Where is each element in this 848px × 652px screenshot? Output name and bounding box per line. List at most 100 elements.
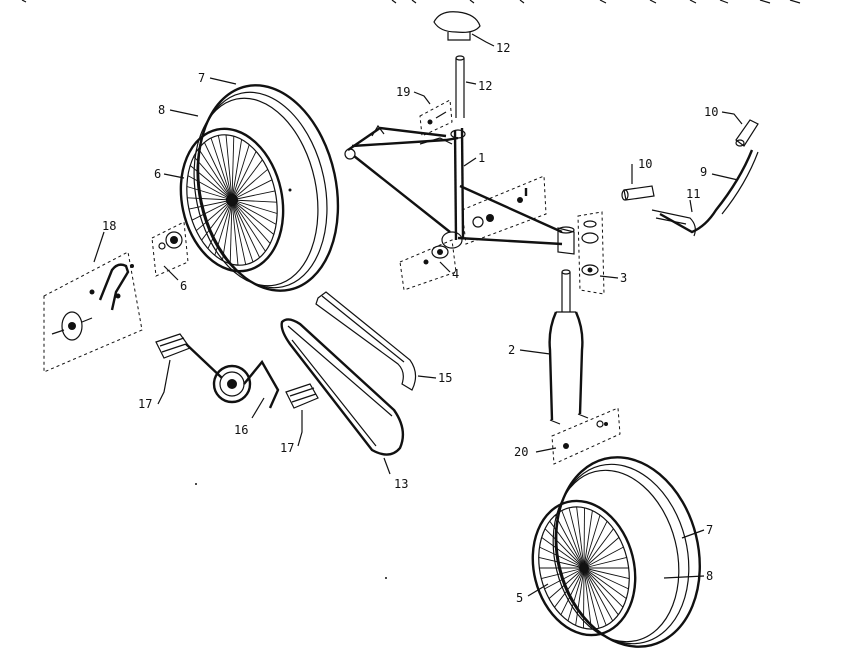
spoke (225, 134, 233, 201)
spoke (583, 567, 592, 630)
spoke (583, 546, 624, 569)
spoke (583, 567, 630, 580)
callout-number: 13 (394, 477, 408, 491)
callout-number: 12 (496, 41, 510, 55)
spoke (191, 199, 233, 221)
spoke (583, 537, 620, 569)
spoke (193, 156, 233, 201)
callout-13: 13 (383, 457, 408, 491)
callout-5: 5 (516, 583, 549, 605)
top-edge-marks (21, 0, 801, 4)
rear-wheel-assembly (179, 84, 340, 292)
spoke (187, 175, 233, 201)
callout-number: 12 (478, 79, 492, 93)
spoke (187, 197, 233, 201)
spoke (568, 507, 585, 569)
spoke (548, 567, 585, 599)
callout-number: 18 (102, 219, 116, 233)
spoke (544, 567, 585, 590)
spoke (583, 521, 608, 569)
callout-number: 9 (700, 165, 707, 179)
callout-7-rear: 7 (198, 71, 237, 85)
grip-left (621, 185, 655, 201)
front-hub (579, 563, 589, 573)
callout-15: 15 (417, 371, 452, 385)
spoke (567, 567, 585, 622)
spoke (231, 151, 257, 201)
spoke (210, 137, 233, 201)
spoke (231, 136, 235, 201)
callout-number: 8 (158, 103, 165, 117)
callout-18: 18 (93, 219, 116, 263)
callout-19: 19 (396, 85, 431, 105)
rear-hub (226, 194, 238, 206)
front-wheel-assembly (531, 456, 701, 648)
spoke (207, 199, 233, 249)
spoke (575, 567, 585, 626)
fork (548, 269, 589, 425)
spoke (583, 567, 627, 599)
spoke (583, 510, 593, 569)
spoke (231, 139, 243, 201)
spoke (583, 567, 614, 622)
callout-9: 9 (700, 165, 739, 181)
spoke (554, 567, 585, 608)
spoke (541, 537, 585, 569)
callout-17-left: 17 (138, 359, 171, 411)
callout-number: 20 (514, 445, 528, 459)
callout-12-seat: 12 (471, 33, 510, 55)
seat-assembly (419, 11, 481, 137)
callout-number: 6 (180, 279, 187, 293)
spoke (186, 186, 233, 201)
chain (280, 318, 405, 456)
callout-7-front: 7 (681, 523, 713, 539)
spoke (231, 199, 271, 244)
rear-tube (193, 97, 319, 287)
callout-number: 5 (516, 591, 523, 605)
spoke (549, 520, 585, 569)
front-axle-hardware (551, 407, 621, 465)
spoke (538, 556, 585, 569)
spoke (583, 567, 600, 629)
spoke (189, 165, 233, 201)
spoke (231, 199, 239, 266)
frame (344, 124, 575, 255)
spoke (231, 144, 250, 201)
spoke (583, 567, 607, 626)
callout-number: 7 (706, 523, 713, 537)
grip-right (735, 119, 759, 147)
spoke (231, 190, 276, 201)
callout-8-front: 8 (663, 569, 713, 583)
chain-guard (315, 291, 417, 391)
rear-tire (196, 84, 340, 292)
callout-4: 4 (439, 261, 459, 281)
callout-number: 15 (438, 371, 452, 385)
callout-17-right: 17 (280, 410, 303, 455)
callout-number: 4 (452, 267, 459, 281)
callout-10-right: 10 (704, 105, 743, 125)
spoke (583, 507, 585, 569)
spoke (541, 567, 585, 580)
callout-number: 17 (138, 397, 152, 411)
spoke (231, 199, 254, 263)
callout-number: 7 (198, 71, 205, 85)
callout-number: 8 (706, 569, 713, 583)
spoke (583, 528, 614, 569)
spoke (188, 199, 233, 210)
spoke (231, 179, 273, 201)
spoke (231, 199, 247, 265)
spoke (583, 567, 629, 590)
front-tube (552, 469, 680, 643)
callout-11: 11 (686, 187, 700, 213)
spoke (221, 199, 233, 261)
callout-12-post: 12 (465, 79, 492, 93)
headset-parts (577, 211, 605, 295)
pedal-left (155, 333, 191, 359)
callout-number: 19 (396, 85, 410, 99)
coaster-brake-parts (43, 251, 143, 373)
handlebar-assembly (621, 119, 759, 237)
callout-number: 10 (638, 157, 652, 171)
spoke (217, 135, 233, 201)
callout-6-hub: 6 (154, 167, 185, 181)
